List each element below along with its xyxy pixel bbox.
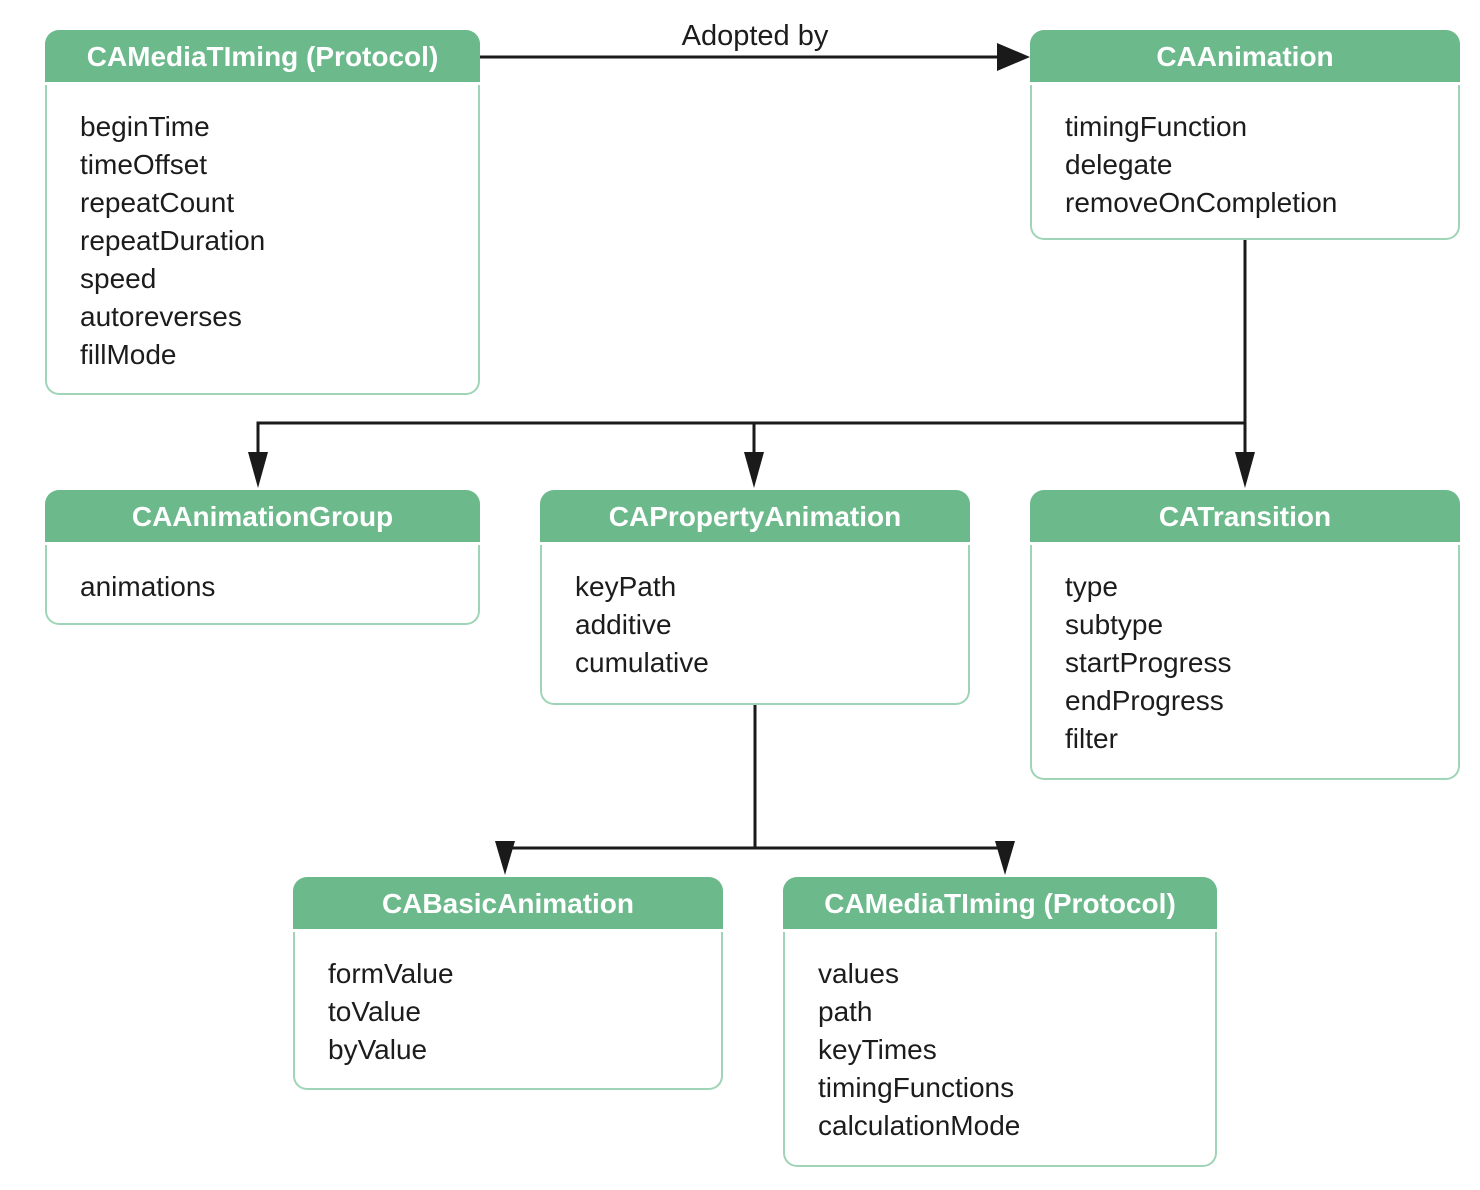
arrow-right-icon xyxy=(997,43,1030,71)
property-label: autoreverses xyxy=(80,301,242,332)
property-label: removeOnCompletion xyxy=(1065,187,1338,218)
arrow-down-icon xyxy=(1235,452,1255,488)
class-title: CABasicAnimation xyxy=(293,877,723,929)
property-label: values xyxy=(818,958,899,989)
class-title: CAAnimationGroup xyxy=(45,490,480,542)
arrow-down-icon xyxy=(995,841,1015,875)
class-title: CAAnimation xyxy=(1030,30,1460,82)
class-properties: keyPath additive cumulative xyxy=(540,545,970,705)
class-properties: values path keyTimes timingFunctions calcula… xyxy=(783,932,1217,1167)
property-label: repeatCount xyxy=(80,187,235,218)
property-label: fillMode xyxy=(80,339,177,370)
class-properties: animations xyxy=(45,545,480,625)
property-label: timingFunctions xyxy=(818,1072,1015,1103)
arrow-down-icon xyxy=(495,841,515,875)
property-label: keyTimes xyxy=(818,1034,937,1065)
property-label: animations xyxy=(80,571,216,602)
property-label: type xyxy=(1065,571,1118,602)
class-properties: type subtype startProgress endProgress filte… xyxy=(1030,545,1460,780)
class-title: CAMediaTIming (Protocol) xyxy=(783,877,1217,929)
property-label: formValue xyxy=(328,958,454,989)
property-label: timingFunction xyxy=(1065,111,1248,142)
class-properties: timingFunction delegate removeOnCompletion xyxy=(1030,85,1460,240)
property-label: path xyxy=(818,996,873,1027)
property-label: keyPath xyxy=(575,571,677,602)
property-label: timeOffset xyxy=(80,149,208,180)
property-label: delegate xyxy=(1065,149,1173,180)
property-label: calculationMode xyxy=(818,1110,1021,1141)
class-box-capropertyanimation: CAPropertyAnimation keyPath additive cumul… xyxy=(540,490,970,705)
property-label: endProgress xyxy=(1065,685,1224,716)
class-box-cabasicanimation: CABasicAnimation formValue toValue byValue xyxy=(293,877,723,1090)
class-properties: beginTime timeOffset repeatCount repeatDura… xyxy=(45,85,480,395)
arrow-down-icon xyxy=(248,452,268,488)
class-properties: formValue toValue byValue xyxy=(293,932,723,1090)
adopted-by-label: Adopted by xyxy=(681,20,829,52)
property-label: cumulative xyxy=(575,647,709,678)
property-label: startProgress xyxy=(1065,647,1232,678)
arrow-down-icon xyxy=(744,452,764,488)
property-label: filter xyxy=(1065,723,1118,754)
property-label: additive xyxy=(575,609,672,640)
class-title: CATransition xyxy=(1030,490,1460,542)
class-title: CAPropertyAnimation xyxy=(540,490,970,542)
property-label: speed xyxy=(80,263,157,294)
class-title: CAMediaTIming (Protocol) xyxy=(45,30,480,82)
class-box-camediatiming-protocol-top: CAMediaTIming (Protocol) beginTime timeOf… xyxy=(45,30,480,395)
class-box-catransition: CATransition type subtype startProgress end… xyxy=(1030,490,1460,780)
property-label: subtype xyxy=(1065,609,1164,640)
property-label: beginTime xyxy=(80,111,210,142)
class-box-camediatiming-protocol-bottom: CAMediaTIming (Protocol) values path keyTi… xyxy=(783,877,1217,1167)
property-label: toValue xyxy=(328,996,421,1027)
class-box-caanimation: CAAnimation timingFunction delegate remove… xyxy=(1030,30,1460,240)
property-label: byValue xyxy=(328,1034,428,1065)
property-label: repeatDuration xyxy=(80,225,266,256)
class-box-caanimationgroup: CAAnimationGroup animations xyxy=(45,490,480,625)
